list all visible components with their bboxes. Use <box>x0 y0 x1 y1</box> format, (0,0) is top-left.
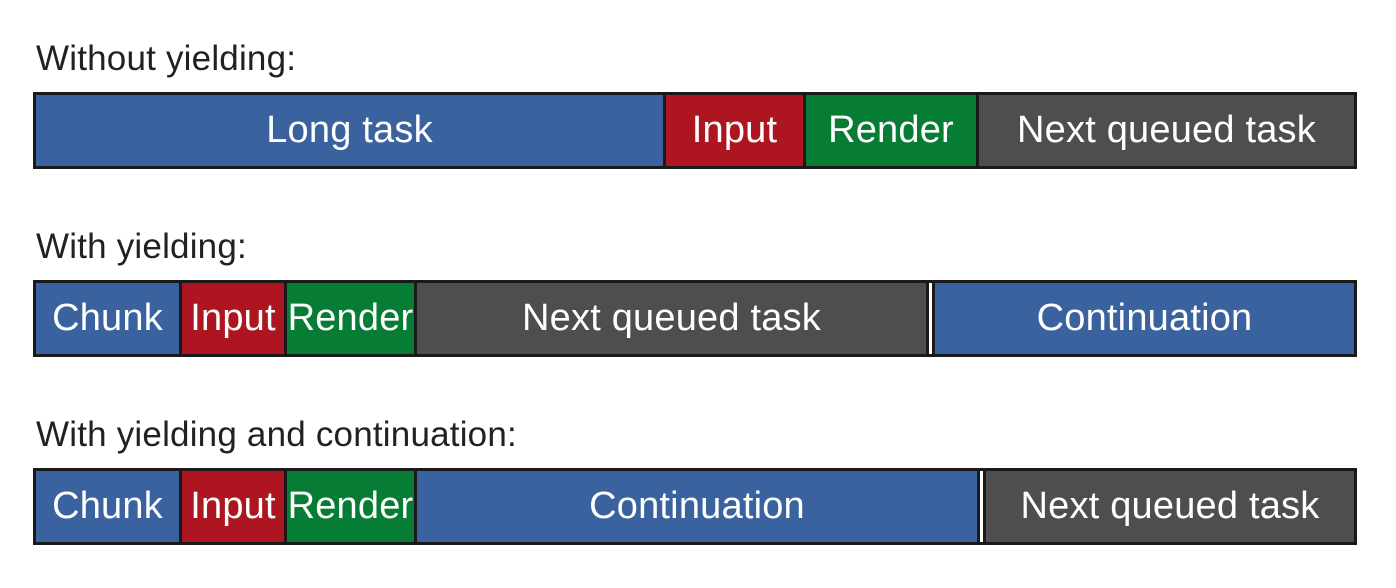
task-segment-label: Input <box>691 109 778 151</box>
task-segment-continuation: Continuation <box>417 471 977 542</box>
task-segment-continuation: Continuation <box>935 283 1354 354</box>
task-segment-label: Input <box>190 485 276 527</box>
task-bar: Long task Input Render Next queued task <box>33 92 1357 169</box>
task-segment-label: Chunk <box>52 485 163 527</box>
task-bar: Chunk Input Render Next queued task Continua… <box>33 280 1357 357</box>
task-segment-label: Next queued task <box>1017 109 1316 151</box>
task-segment-input: Input <box>182 471 284 542</box>
task-bar: Chunk Input Render Continuation Next queued … <box>33 468 1357 545</box>
task-segment-label: Next queued task <box>1020 485 1320 527</box>
section-heading: With yielding and continuation: <box>36 415 517 454</box>
segment-gap <box>980 471 983 542</box>
task-segment-label: Continuation <box>589 485 805 527</box>
task-segment-label: Continuation <box>1036 297 1253 339</box>
section-with-yielding-and-continuation: With yielding and continuation: Chunk Inp… <box>33 414 1357 545</box>
task-segment-chunk: Chunk <box>36 283 179 354</box>
task-segment-label: Next queued task <box>522 297 821 339</box>
task-segment-long-task: Long task <box>36 95 663 166</box>
task-segment-next-queued-task: Next queued task <box>979 95 1354 166</box>
task-segment-render: Render <box>287 283 414 354</box>
segment-gap <box>929 283 932 354</box>
task-segment-label: Long task <box>266 109 433 151</box>
task-segment-input: Input <box>666 95 803 166</box>
section-with-yielding: With yielding: Chunk Input Render Next queu… <box>33 226 1357 357</box>
task-segment-label: Render <box>287 485 414 527</box>
task-segment-label: Input <box>190 297 276 339</box>
section-heading: Without yielding: <box>36 39 297 78</box>
task-segment-input: Input <box>182 283 284 354</box>
task-segment-next-queued-task: Next queued task <box>417 283 926 354</box>
task-segment-chunk: Chunk <box>36 471 179 542</box>
section-heading: With yielding: <box>36 227 247 266</box>
task-segment-label: Render <box>287 297 414 339</box>
task-segment-next-queued-task: Next queued task <box>986 471 1354 542</box>
task-segment-label: Chunk <box>52 297 163 339</box>
task-segment-label: Render <box>828 109 954 151</box>
section-without-yielding: Without yielding: Long task Input Render Ne… <box>33 38 1357 169</box>
task-segment-render: Render <box>287 471 414 542</box>
task-segment-render: Render <box>806 95 976 166</box>
